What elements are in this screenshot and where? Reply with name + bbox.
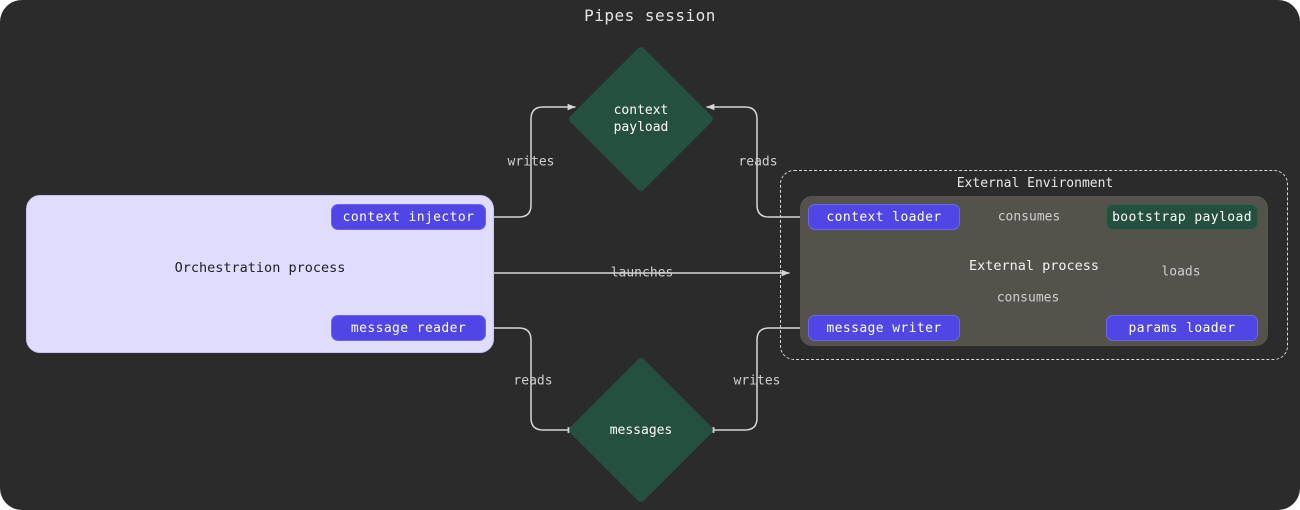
- external-process-label: External process: [968, 258, 1100, 274]
- node-message-reader-label: message reader: [350, 320, 467, 336]
- node-params-loader[interactable]: params loader: [1106, 315, 1258, 341]
- store-messages-label: messages: [589, 378, 693, 482]
- store-messages[interactable]: messages: [567, 356, 715, 504]
- node-bootstrap-payload[interactable]: bootstrap payload: [1106, 204, 1258, 230]
- node-context-loader-label: context loader: [826, 209, 942, 225]
- edge-label-reads-messages: reads: [513, 373, 553, 389]
- store-messages-line1: messages: [609, 422, 673, 438]
- store-context-payload-line1: context: [613, 103, 669, 118]
- store-context-payload-line2: payload: [613, 120, 669, 135]
- edge-label-consumes-message: consumes: [996, 290, 1060, 306]
- store-context-payload[interactable]: context payload: [567, 45, 715, 193]
- node-message-writer-label: message writer: [826, 320, 942, 336]
- orchestration-process-label: Orchestration process: [174, 260, 346, 276]
- node-context-injector[interactable]: context injector: [331, 204, 486, 230]
- edge-reads-messages: [487, 327, 576, 434]
- edge-label-writes-context: writes: [507, 154, 555, 170]
- edge-label-launches: launches: [610, 265, 674, 281]
- node-context-loader[interactable]: context loader: [808, 204, 960, 230]
- store-context-payload-label: context payload: [589, 67, 693, 171]
- edge-reads-context: [706, 103, 807, 218]
- external-environment-label: External Environment: [956, 176, 1114, 191]
- edge-label-writes-messages: writes: [733, 373, 781, 389]
- edge-label-consumes-context: consumes: [997, 209, 1061, 225]
- edge-writes-messages: [706, 327, 807, 434]
- node-message-writer[interactable]: message writer: [808, 315, 960, 341]
- node-params-loader-label: params loader: [1128, 320, 1236, 336]
- edge-writes-context: [487, 103, 576, 218]
- node-message-reader[interactable]: message reader: [331, 315, 486, 341]
- node-context-injector-label: context injector: [342, 209, 475, 225]
- node-bootstrap-payload-label: bootstrap payload: [1112, 209, 1252, 225]
- edge-label-reads-context: reads: [738, 154, 778, 170]
- external-environment-boundary: External Environment: [780, 170, 1288, 360]
- edge-label-loads: loads: [1161, 264, 1201, 280]
- page-title: Pipes session: [584, 6, 716, 25]
